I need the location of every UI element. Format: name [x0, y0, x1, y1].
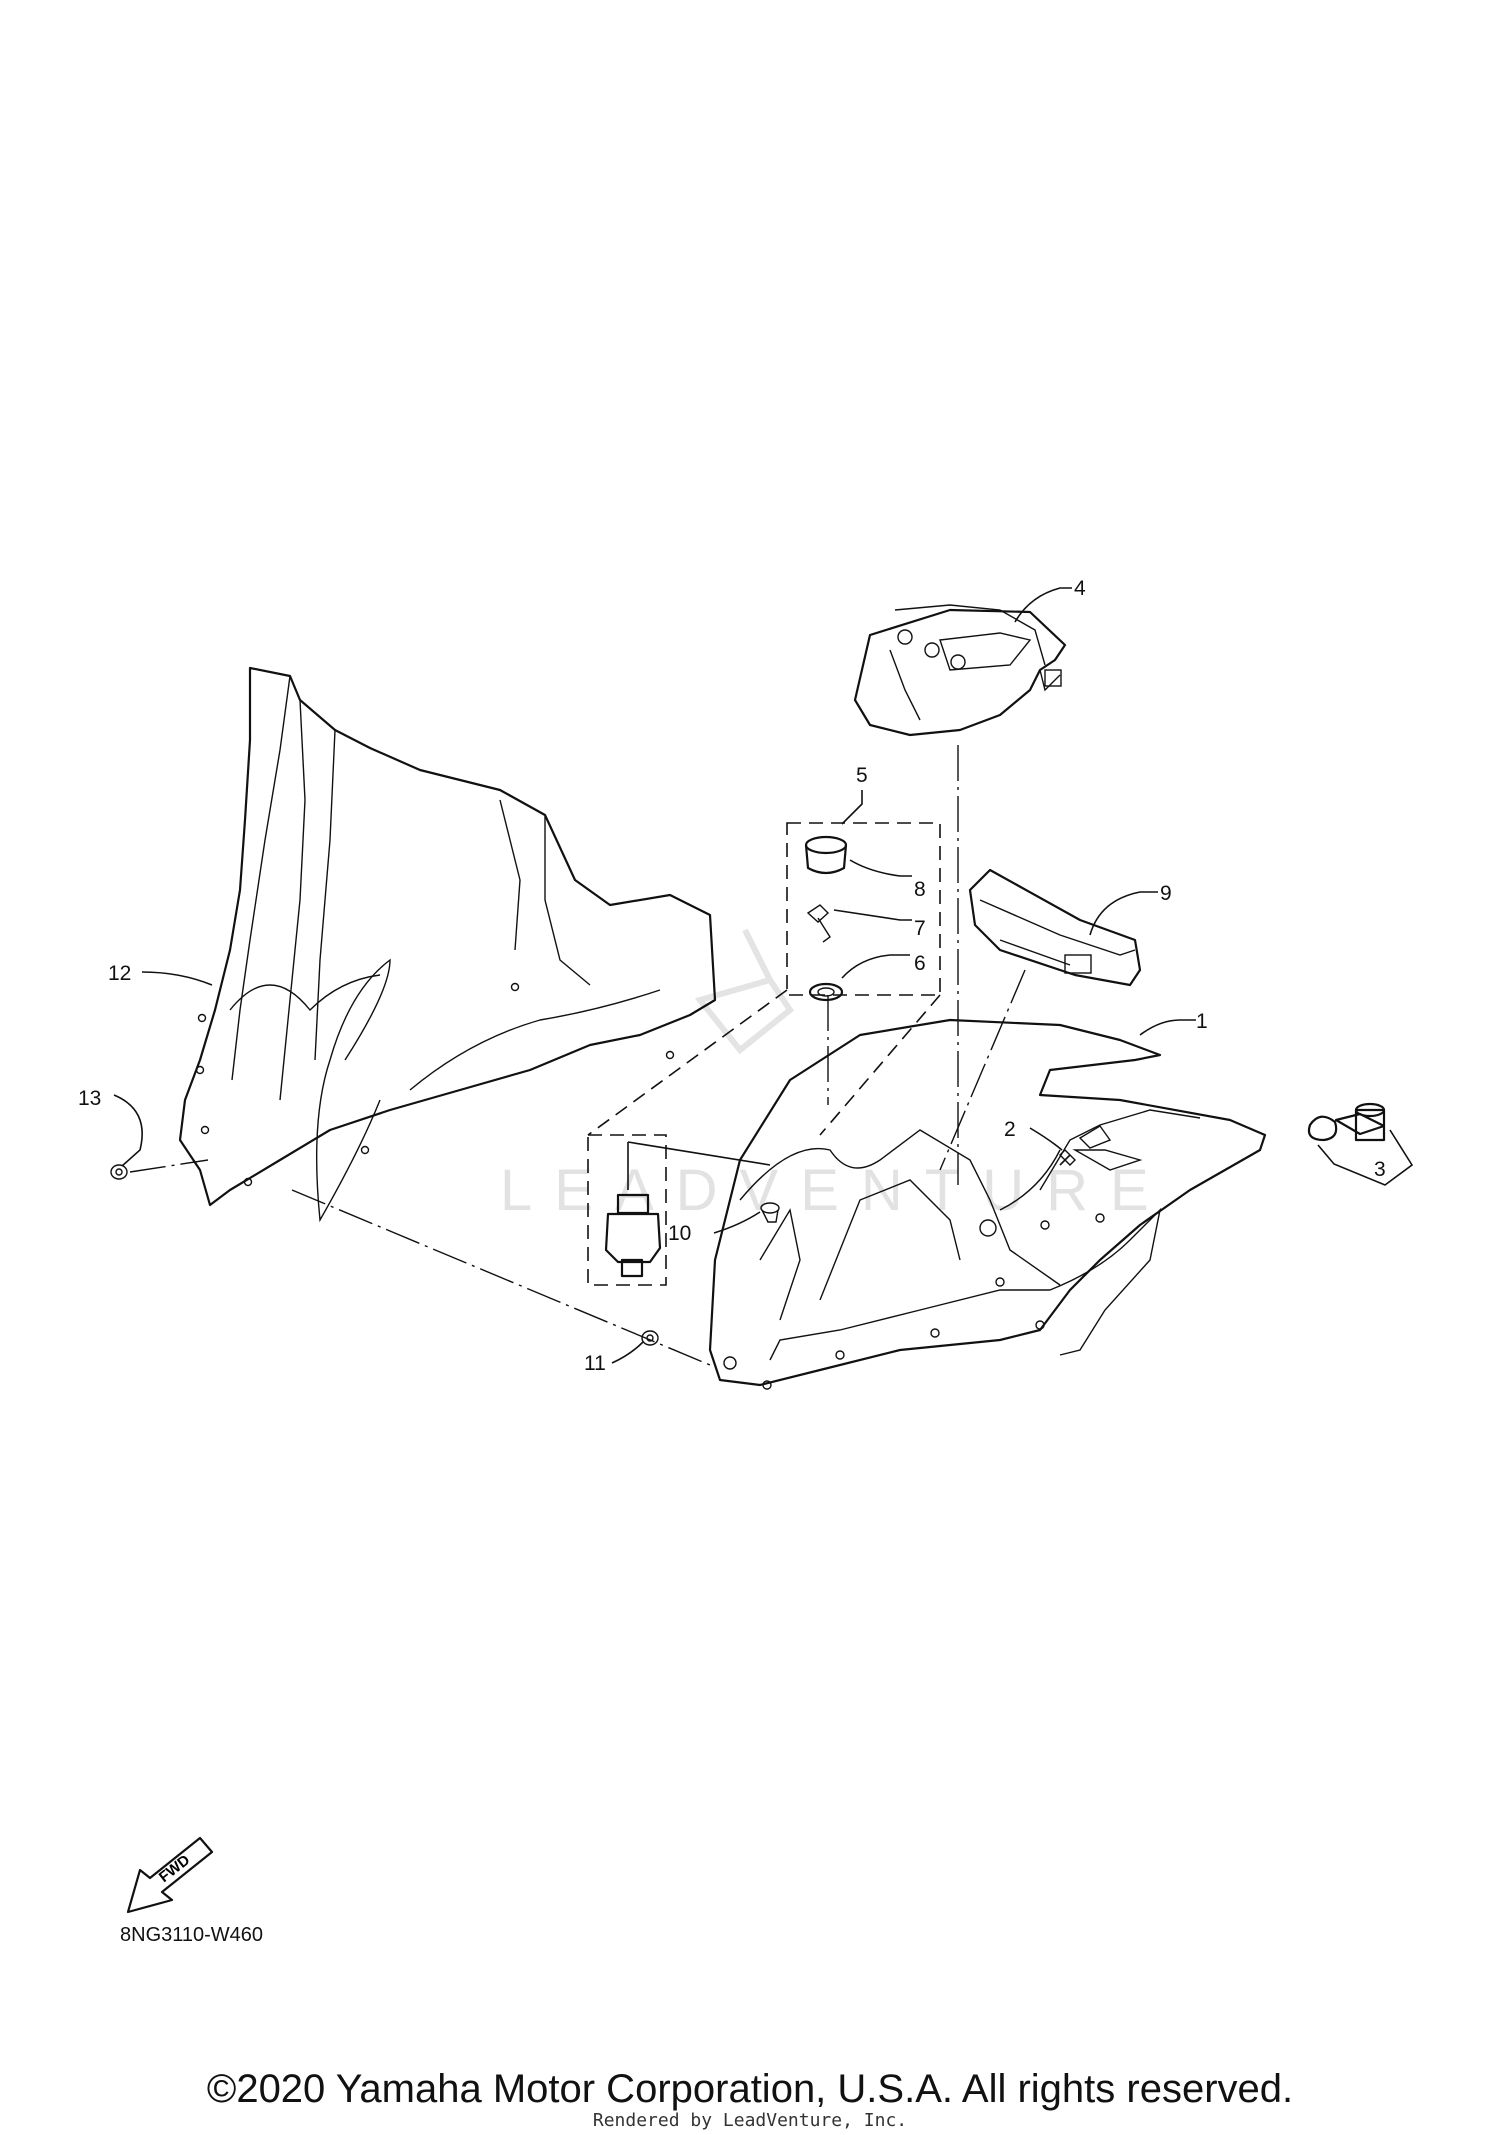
watermark-text: LEADVENTURE	[500, 1158, 1171, 1223]
callout-4: 4	[1074, 577, 1086, 600]
diagram-code: 8NG3110-W460	[120, 1924, 264, 1946]
callout-3: 3	[1374, 1158, 1386, 1181]
screw-part-10	[760, 1202, 780, 1223]
deck-cowling-part-1	[708, 1018, 1267, 1390]
callout-12: 12	[108, 962, 131, 985]
nut-part-13	[110, 1164, 128, 1180]
callout-leaders	[113, 587, 1196, 1364]
callout-7: 7	[914, 917, 926, 940]
screw-part-2	[1059, 1149, 1076, 1166]
assembly-lines	[129, 745, 1071, 1366]
copyright-notice: ©2020 Yamaha Motor Corporation, U.S.A. A…	[206, 2067, 1294, 2111]
rendered-by-notice: Rendered by LeadVenture, Inc.	[592, 2110, 908, 2131]
callout-numbers: 4 5 8 7 6 9 1 2 3 10 11 12 13	[78, 577, 1386, 1375]
callout-11: 11	[584, 1352, 606, 1375]
callout-1: 1	[1196, 1010, 1208, 1033]
meter-unit-part-4	[853, 604, 1067, 737]
fwd-arrow-icon: FWD	[126, 1836, 214, 1914]
windshield-part-12	[178, 666, 717, 1223]
callout-8: 8	[914, 878, 926, 901]
breather-part-3	[1307, 1102, 1414, 1186]
callout-9: 9	[1160, 882, 1172, 905]
callout-5: 5	[856, 764, 868, 787]
callout-2: 2	[1004, 1118, 1016, 1141]
callout-6: 6	[914, 952, 926, 975]
control-unit-part-9	[968, 868, 1142, 987]
callout-13: 13	[78, 1087, 101, 1110]
key-switch-assembly-part-5	[587, 822, 941, 1286]
leadventure-watermark: LEADVENTURE	[500, 928, 1171, 1223]
callout-10: 10	[668, 1222, 691, 1245]
